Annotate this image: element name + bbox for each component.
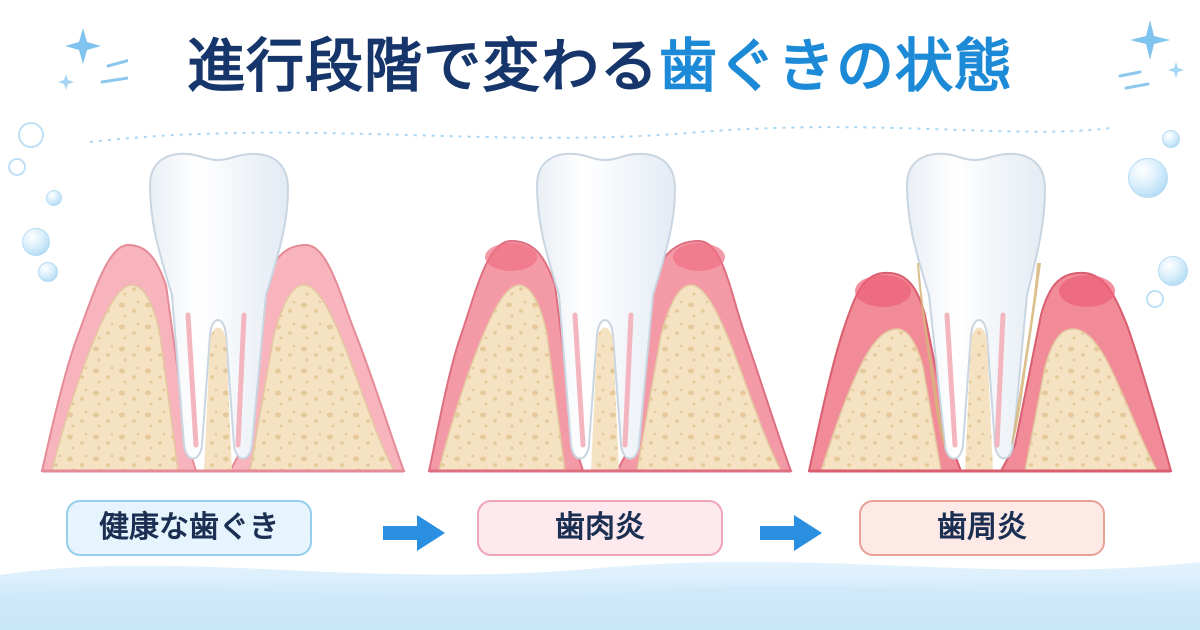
- bubble-decoration: [8, 158, 26, 176]
- right-arrow-icon: [383, 515, 445, 551]
- bubble-decoration: [46, 190, 62, 206]
- title-main: 進行段階で変わる: [186, 32, 659, 100]
- gingivitis-gum-illustration: [427, 152, 793, 473]
- bubble-decoration: [1162, 130, 1180, 148]
- page-title: 進行段階で変わる歯ぐきの状態: [0, 26, 1200, 106]
- bubble-decoration: [1146, 290, 1164, 308]
- stage-label-gingivitis: 歯肉炎: [477, 500, 723, 556]
- bubble-decoration: [1158, 256, 1188, 286]
- bubble-decoration: [18, 122, 44, 148]
- right-arrow-icon: [760, 515, 822, 551]
- bubble-decoration: [1128, 158, 1168, 198]
- sparkle-icon: [1118, 20, 1184, 90]
- bubble-decoration: [22, 228, 50, 256]
- sparkle-icon: [58, 28, 128, 90]
- bubble-decoration: [38, 262, 58, 282]
- healthy-gum-illustration: [40, 152, 406, 473]
- stage-label-periodontitis: 歯周炎: [859, 500, 1105, 556]
- title-accent: 歯ぐきの状態: [659, 32, 1014, 100]
- periodontitis-gum-illustration: [807, 152, 1173, 473]
- stage-label-healthy: 健康な歯ぐき: [66, 500, 312, 556]
